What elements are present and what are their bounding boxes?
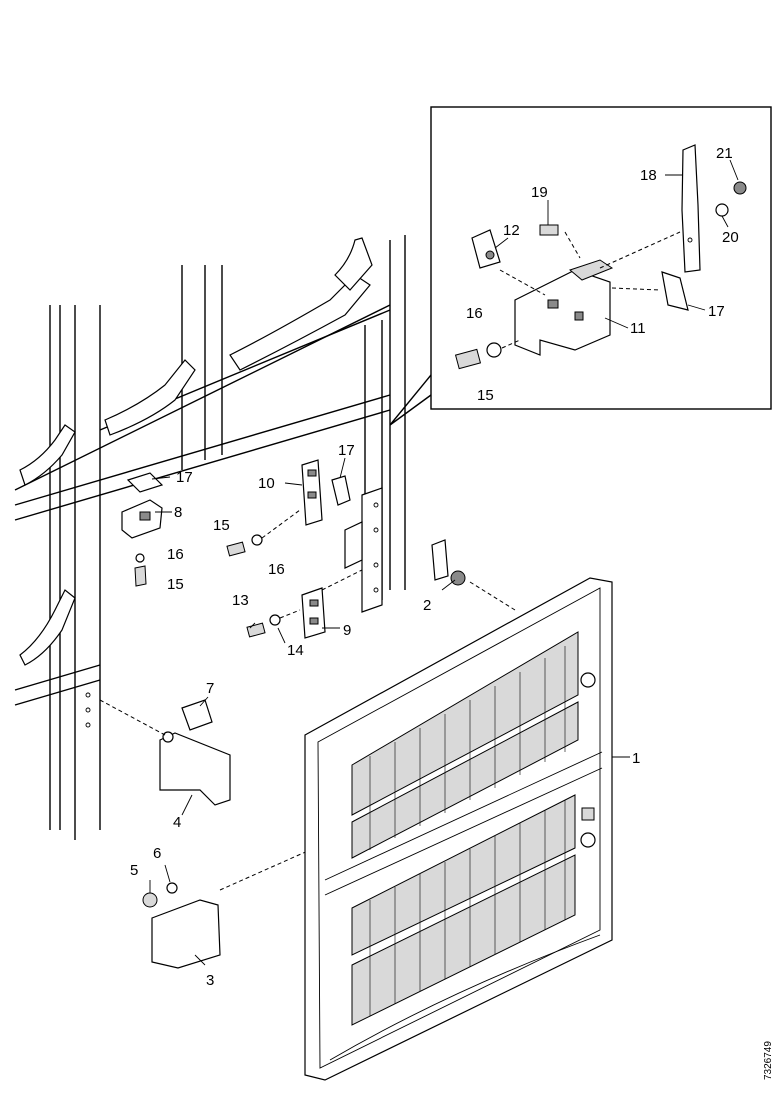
callout-18: 18 bbox=[640, 167, 657, 184]
louvered-door-panel bbox=[304, 577, 613, 1081]
callout-16-lower: 16 bbox=[167, 546, 184, 563]
callout-16-inset: 16 bbox=[466, 305, 483, 322]
louver-slats bbox=[369, 646, 566, 1016]
callout-5: 5 bbox=[130, 862, 138, 879]
callout-15-inset: 15 bbox=[477, 387, 494, 404]
callout-21: 21 bbox=[716, 145, 733, 162]
callout-10: 10 bbox=[258, 475, 275, 492]
callout-17-mid: 17 bbox=[338, 442, 355, 459]
callout-16-main: 16 bbox=[268, 561, 285, 578]
callout-8: 8 bbox=[174, 504, 182, 521]
callout-13: 13 bbox=[232, 592, 249, 609]
lower-brackets bbox=[99, 699, 311, 969]
callout-17-left: 17 bbox=[176, 469, 193, 486]
callout-14: 14 bbox=[287, 642, 304, 659]
callout-15-lower: 15 bbox=[167, 576, 184, 593]
hinge-brackets bbox=[121, 459, 516, 639]
callout-4: 4 bbox=[173, 814, 181, 831]
callout-12: 12 bbox=[503, 222, 520, 239]
callout-15-main: 15 bbox=[213, 517, 230, 534]
callout-11: 11 bbox=[630, 320, 646, 337]
callout-7: 7 bbox=[206, 680, 214, 697]
callout-2: 2 bbox=[423, 597, 431, 614]
cabinet-frame bbox=[14, 235, 406, 840]
callout-20: 20 bbox=[722, 229, 739, 246]
callout-9: 9 bbox=[343, 622, 351, 639]
figure-code: 7326749 bbox=[763, 1041, 774, 1080]
callout-6: 6 bbox=[153, 845, 161, 862]
callout-1: 1 bbox=[632, 750, 640, 767]
callout-labels: 1 2 3 4 5 6 7 8 9 10 11 12 13 14 15 15 1… bbox=[130, 145, 739, 989]
callout-17-inset: 17 bbox=[708, 303, 725, 320]
detail-inset bbox=[389, 106, 772, 426]
leader-lines bbox=[149, 159, 739, 966]
callout-19: 19 bbox=[531, 184, 548, 201]
callout-3: 3 bbox=[206, 972, 214, 989]
